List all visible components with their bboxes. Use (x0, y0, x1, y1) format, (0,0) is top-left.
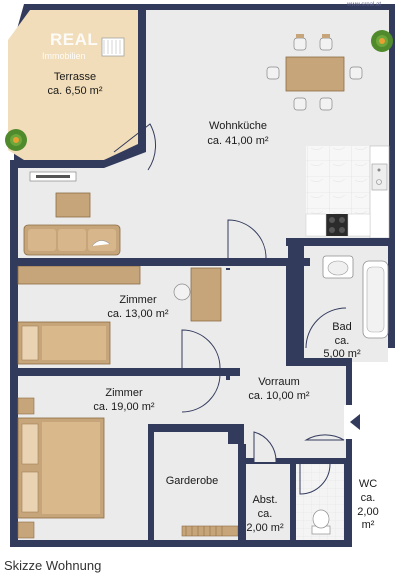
label-wohnkueche-name: Wohnküche (209, 120, 267, 132)
logo-sub: Immobilien (42, 51, 86, 61)
dining-table (266, 34, 363, 111)
label-zimmer13-area: ca. 13,00 m² (107, 308, 168, 320)
desk-zimmer-13 (190, 267, 222, 322)
label-abst-area: 2,00 m² (246, 522, 284, 534)
wardrobe-floor (154, 432, 238, 540)
caption: Skizze Wohnung (4, 558, 102, 573)
entrance-arrow-icon (350, 414, 360, 430)
bed-zimmer-13 (17, 321, 111, 365)
plant-terrace (5, 129, 27, 151)
storage-floor (246, 464, 290, 540)
label-wc-name: WC (359, 478, 377, 490)
logo-main: REAL (50, 30, 99, 49)
coffee-table (55, 192, 91, 218)
interior-walls (10, 4, 395, 544)
label-abst-name: Abst. (252, 494, 277, 506)
label-abst-line2: ca. (258, 508, 273, 520)
kitchen-cooktop (326, 214, 348, 236)
label-bad-area: 5,00 m² (323, 348, 361, 360)
bathtub (362, 260, 389, 339)
site-url: www.sreal.at (347, 2, 382, 8)
label-bad-line2: ca. (335, 335, 350, 347)
label-wohnkueche-area: ca. 41,00 m² (207, 135, 268, 147)
bathroom-sink (322, 255, 354, 279)
kitchen-counter (369, 145, 390, 239)
label-wc-line2: ca. (361, 492, 376, 504)
plant-kitchen (371, 30, 393, 52)
bed-zimmer-19 (17, 397, 105, 539)
wardrobe-zimmer-13 (17, 265, 141, 285)
label-zimmer19-name: Zimmer (105, 387, 143, 399)
toilet (311, 509, 331, 535)
label-vorraum-area: ca. 10,00 m² (248, 390, 309, 402)
label-terrasse-name: Terrasse (54, 71, 96, 83)
label-wc-area: m² (362, 519, 375, 531)
label-bad-name: Bad (332, 321, 352, 333)
label-terrasse-area: ca. 6,50 m² (47, 85, 102, 97)
label-garderobe-name: Garderobe (166, 475, 219, 487)
door-swings (113, 123, 347, 495)
room-labels: Terrasse ca. 6,50 m² Wohnküche ca. 41,00… (47, 71, 378, 534)
sofa (23, 224, 121, 256)
label-wc-line3: 2,00 (357, 506, 378, 518)
label-vorraum-name: Vorraum (258, 376, 300, 388)
hallway-floor (228, 266, 346, 462)
desk-chair (173, 283, 191, 301)
label-zimmer19-area: ca. 19,00 m² (93, 401, 154, 413)
terrace-chair (101, 37, 125, 57)
kitchen-tiles (306, 146, 370, 214)
label-zimmer13-name: Zimmer (119, 294, 157, 306)
kitchen-sink (371, 163, 388, 191)
